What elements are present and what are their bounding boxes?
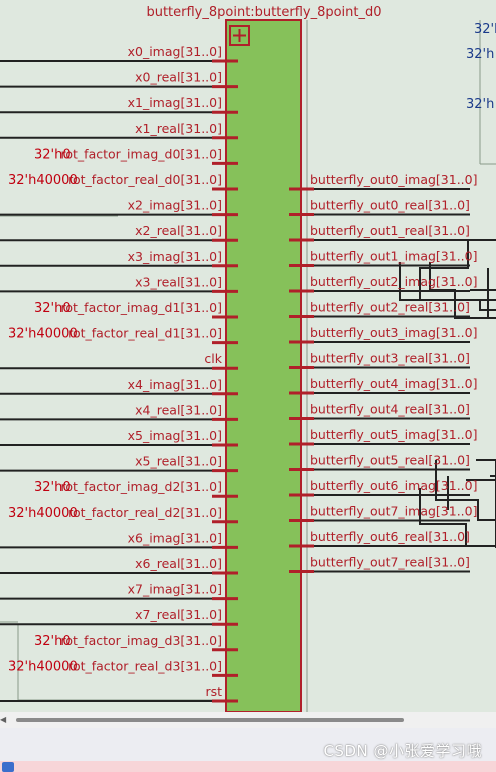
input-port-label: x3_imag[31..0]	[128, 249, 222, 264]
input-pins	[212, 59, 238, 703]
right-edge-label-2: 32'h	[466, 47, 494, 62]
input-port-label: x7_real[31..0]	[135, 607, 222, 622]
block-body[interactable]	[225, 19, 302, 712]
constant-labels: 32'h0 32'h40000 32'h0 32'h40000 32'h0 32'h400…	[8, 147, 78, 674]
scroll-left-arrow-icon[interactable]: ◀	[0, 715, 7, 724]
constant-value-label: 32'h0	[34, 634, 71, 649]
constant-value-label: 32'h40000	[8, 659, 78, 674]
output-port-label: butterfly_out1_imag[31..0]	[310, 249, 478, 264]
right-edge-label-3: 32'h	[466, 97, 494, 112]
input-port-label: x2_real[31..0]	[135, 223, 222, 238]
output-wires	[303, 188, 470, 573]
output-port-label: butterfly_out5_imag[31..0]	[310, 427, 478, 442]
expand-button[interactable]	[229, 25, 250, 46]
output-port-label: butterfly_out0_imag[31..0]	[310, 172, 478, 187]
watermark: CSDN @小张爱学习哦	[323, 742, 482, 760]
input-port-label: x0_imag[31..0]	[128, 44, 222, 59]
output-port-label: butterfly_out7_imag[31..0]	[310, 504, 478, 519]
input-wires	[0, 60, 224, 702]
input-port-label: x5_imag[31..0]	[128, 428, 222, 443]
output-crossing-wires	[399, 239, 496, 548]
input-port-label: x5_real[31..0]	[135, 454, 222, 469]
output-port-label: butterfly_out2_real[31..0]	[310, 300, 470, 315]
output-port-label: butterfly_out4_imag[31..0]	[310, 376, 478, 391]
output-port-label: butterfly_out1_real[31..0]	[310, 223, 470, 238]
input-port-label: rst	[205, 684, 222, 699]
block-title: butterfly_8point:butterfly_8point_d0	[146, 5, 381, 20]
input-port-label: rot_factor_real_d2[31..0]	[68, 505, 222, 520]
input-port-label: x3_real[31..0]	[135, 274, 222, 289]
output-port-label: butterfly_out4_real[31..0]	[310, 402, 470, 417]
constant-value-label: 32'h40000	[8, 327, 78, 342]
output-port-label: butterfly_out3_imag[31..0]	[310, 325, 478, 340]
constant-value-label: 32'h40000	[8, 173, 78, 188]
right-edge-label-1: 32'h	[474, 22, 496, 37]
input-port-label: x2_imag[31..0]	[128, 198, 222, 213]
input-port-label: x6_real[31..0]	[135, 556, 222, 571]
output-port-label: butterfly_out5_real[31..0]	[310, 453, 470, 468]
scrollbar-thumb[interactable]	[16, 718, 404, 722]
input-port-label: x1_real[31..0]	[135, 121, 222, 136]
output-port-label: butterfly_out7_real[31..0]	[310, 555, 470, 570]
app-icon[interactable]	[2, 762, 14, 772]
input-port-label: clk	[204, 351, 222, 366]
input-port-label: rot_factor_imag_d3[31..0]	[61, 633, 222, 648]
input-labels: x0_imag[31..0] x0_real[31..0] x1_imag[31..…	[61, 44, 223, 699]
schematic-canvas[interactable]: x0_imag[31..0] x0_real[31..0] x1_imag[31..…	[0, 0, 496, 712]
output-port-label: butterfly_out0_real[31..0]	[310, 198, 470, 213]
input-port-label: x6_imag[31..0]	[128, 530, 222, 545]
output-port-label: butterfly_out2_imag[31..0]	[310, 274, 478, 289]
output-labels: butterfly_out0_imag[31..0] butterfly_out0…	[310, 172, 478, 570]
input-port-label: rot_factor_real_d3[31..0]	[68, 658, 222, 673]
output-port-label: butterfly_out3_real[31..0]	[310, 351, 470, 366]
input-port-label: rot_factor_real_d1[31..0]	[68, 326, 222, 341]
input-port-label: rot_factor_imag_d1[31..0]	[61, 300, 222, 315]
horizontal-scrollbar[interactable]: ◀	[0, 712, 496, 728]
output-port-label: butterfly_out6_imag[31..0]	[310, 478, 478, 493]
input-port-label: x4_real[31..0]	[135, 402, 222, 417]
input-port-label: rot_factor_imag_d0[31..0]	[61, 146, 222, 161]
constant-value-label: 32'h0	[34, 301, 71, 316]
output-pins	[289, 187, 314, 573]
constant-value-label: 32'h0	[34, 480, 71, 495]
constant-value-label: 32'h40000	[8, 506, 78, 521]
input-port-label: x1_imag[31..0]	[128, 95, 222, 110]
input-port-label: x4_imag[31..0]	[128, 377, 222, 392]
input-port-label: rot_factor_imag_d2[31..0]	[61, 479, 222, 494]
schematic-view[interactable]: x0_imag[31..0] x0_real[31..0] x1_imag[31..…	[0, 0, 496, 712]
input-port-label: x7_imag[31..0]	[128, 582, 222, 597]
input-port-label: x0_real[31..0]	[135, 70, 222, 85]
taskbar	[0, 761, 496, 772]
output-port-label: butterfly_out6_real[31..0]	[310, 529, 470, 544]
constant-value-label: 32'h0	[34, 147, 71, 162]
input-port-label: rot_factor_real_d0[31..0]	[68, 172, 222, 187]
